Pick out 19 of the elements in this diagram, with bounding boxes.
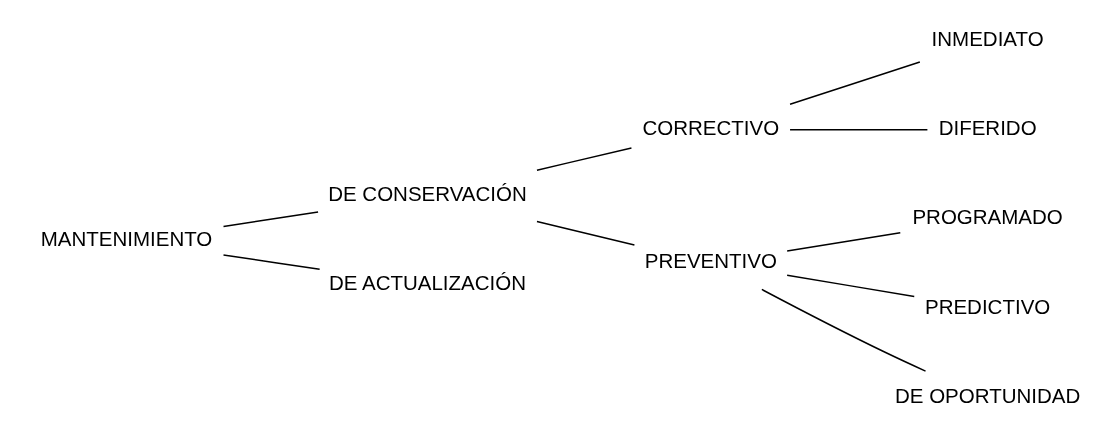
connector [785, 232, 901, 252]
node-text: PREDICTIVO [924, 294, 1050, 318]
node-text: CORRECTIVO [642, 116, 779, 140]
node-text: PROGRAMADO [911, 205, 1063, 229]
node-text: DE ACTUALIZACIÓN [328, 271, 526, 295]
node-text: DE OPORTUNIDAD [894, 384, 1080, 408]
node-text: INMEDIATO [931, 26, 1044, 50]
connector [788, 61, 921, 106]
connector [785, 274, 915, 298]
node-text: DIFERIDO [938, 116, 1037, 140]
connector [788, 128, 928, 131]
node-text: DE CONSERVACIÓN [327, 181, 527, 205]
node-text: PREVENTIVO [644, 249, 777, 273]
connector [535, 220, 635, 246]
connector [535, 147, 632, 171]
connector [222, 254, 320, 270]
connector [760, 288, 926, 372]
node-text: MANTENIMIENTO [40, 227, 212, 251]
connector [222, 211, 319, 228]
